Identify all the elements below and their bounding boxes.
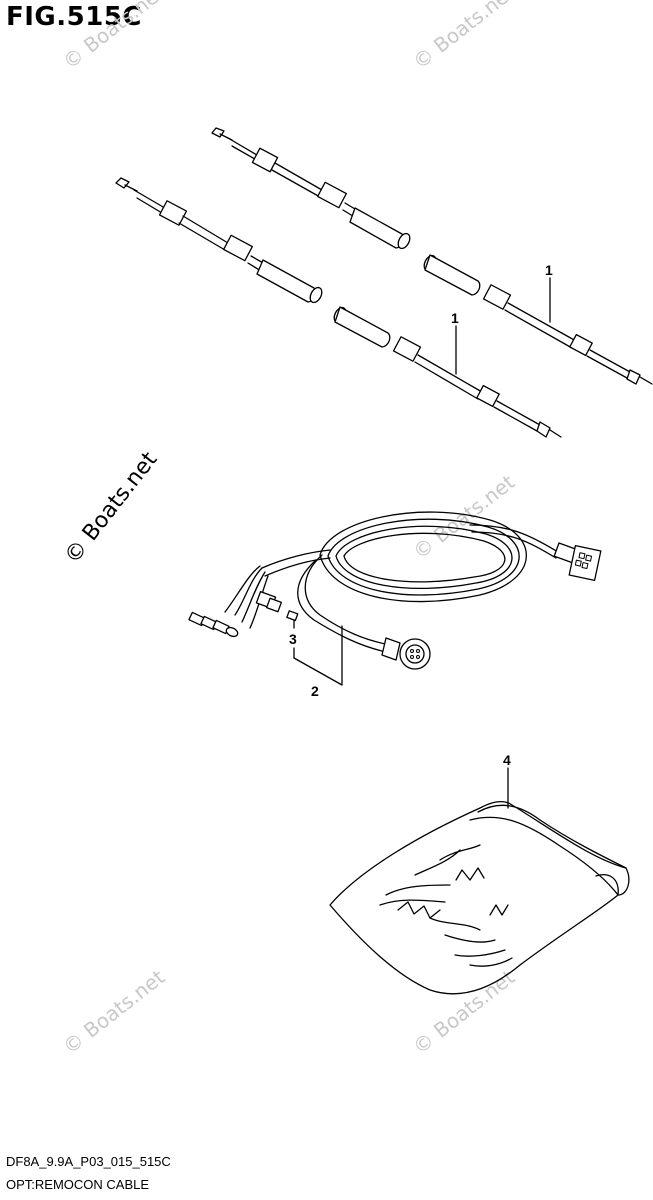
callout-1: 1 [545, 262, 553, 278]
parts-bag [329, 800, 630, 995]
callout-2: 2 [311, 683, 319, 699]
watermark-group: © Boats.net © Boats.net © Boats.net © Bo… [58, 0, 519, 1059]
remocon-cable-a-upper [211, 127, 411, 250]
remocon-cable-a-lower [423, 254, 653, 385]
watermark-text: © Boats.net [408, 0, 519, 74]
figure-title: FIG.515C [6, 2, 143, 32]
watermark-text: © Boats.net [408, 470, 519, 564]
figure-caption: OPT:REMOCON CABLE [6, 1177, 150, 1192]
watermark-text: © Boats.net [58, 965, 169, 1059]
remocon-cable-b-lower [333, 306, 562, 438]
callout-4: 4 [503, 752, 511, 768]
callout-1: 1 [451, 310, 459, 326]
wiring-harness [188, 511, 602, 670]
figure-code: DF8A_9.9A_P03_015_515C [6, 1154, 171, 1169]
watermark-text-dark: © Boats.net [60, 447, 163, 568]
watermark-text: © Boats.net [58, 0, 169, 74]
callout-3: 3 [289, 631, 297, 647]
leader-line-2 [293, 625, 343, 686]
watermark-text: © Boats.net [408, 965, 519, 1059]
remocon-cable-b-upper [115, 177, 323, 304]
